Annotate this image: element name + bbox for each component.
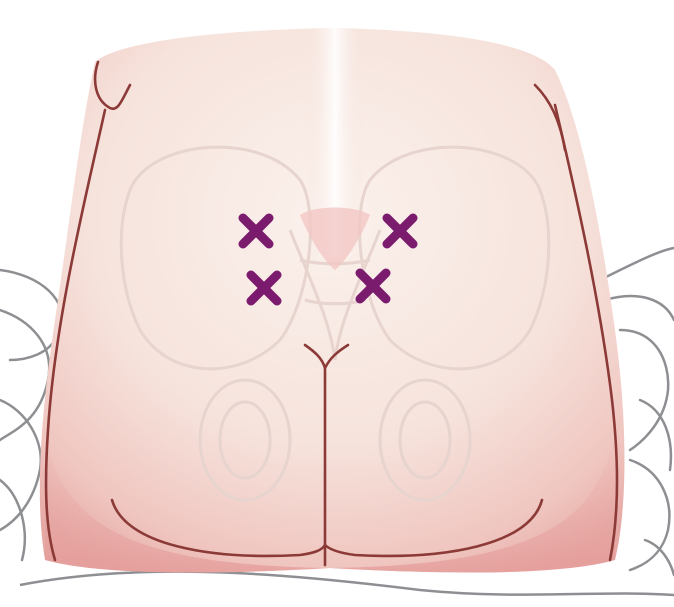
lower-back-illustration: [0, 0, 674, 607]
illustration-canvas: [0, 0, 674, 607]
